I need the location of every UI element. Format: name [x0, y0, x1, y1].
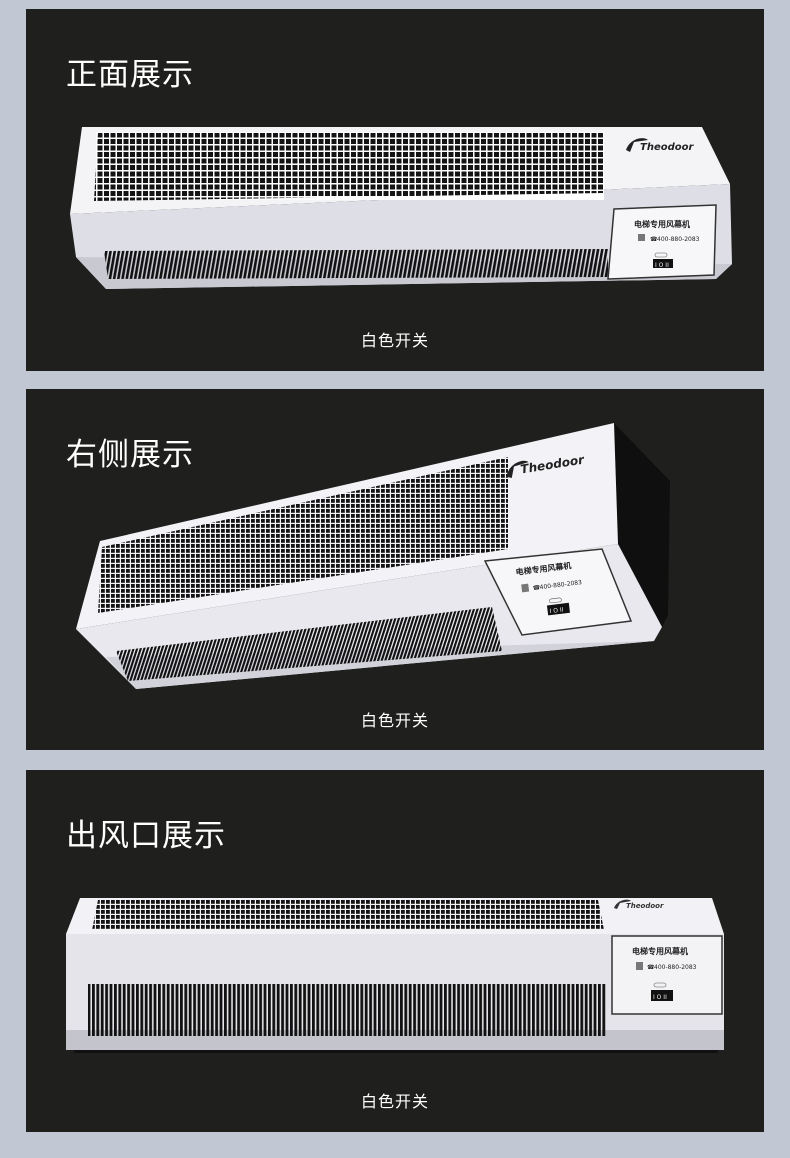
control-label-panel: 电梯专用风幕机 ☎ 400-880-2083 I O II [607, 204, 717, 280]
panel-title: 右侧展示 [66, 437, 194, 473]
svg-text:I O II: I O II [549, 606, 564, 615]
svg-text:Theodoor: Theodoor [626, 902, 664, 910]
control-label-panel: 电梯专用风幕机 ☎ 400-880-2083 I O II [611, 935, 723, 1015]
panel-title: 出风口展示 [66, 818, 226, 854]
top-perforated-grille [98, 457, 508, 613]
qr-code-icon [636, 962, 643, 970]
air-outlet-slots [88, 984, 606, 1036]
panel-caption: 白色开关 [360, 1092, 429, 1111]
svg-text:I O II: I O II [655, 262, 669, 269]
rocker-switch-icon [651, 990, 673, 1001]
svg-text:电梯专用风幕机: 电梯专用风幕机 [634, 219, 690, 229]
air-outlet-slots [116, 607, 502, 681]
top-perforated-grille [92, 900, 604, 930]
rocker-switch-icon [653, 259, 673, 268]
panel-title: 正面展示 [66, 57, 194, 93]
panel-right-side-view: 右侧展示 Theodoor 电梯专用风幕机 ☎ [26, 389, 764, 750]
svg-text:400-880-2083: 400-880-2083 [654, 964, 697, 971]
svg-text:400-880-2083: 400-880-2083 [657, 236, 700, 243]
svg-text:☎: ☎ [650, 236, 658, 243]
brand-logo: Theodoor [626, 138, 694, 153]
air-outlet-slots [104, 249, 608, 279]
control-label-panel: 电梯专用风幕机 ☎ 400-880-2083 I O II [483, 548, 633, 636]
panel-caption: 白色开关 [360, 711, 429, 730]
top-perforated-grille [94, 132, 604, 201]
air-curtain-right-side-image: Theodoor 电梯专用风幕机 ☎ 400-880-2083 I O II [76, 423, 670, 689]
svg-text:电梯专用风幕机: 电梯专用风幕机 [632, 946, 688, 956]
panel-air-outlet-view: 出风口展示 Theodoor 电梯专用风幕机 ☎ 400-880-2083 [26, 770, 764, 1132]
panel-front-view: 正面展示 Theodoor 电梯专用风幕机 ☎ [26, 9, 764, 371]
air-curtain-outlet-image: Theodoor 电梯专用风幕机 ☎ 400-880-2083 I O II [66, 898, 724, 1053]
qr-code-icon [638, 234, 645, 241]
rocker-switch-icon [546, 602, 570, 616]
panel-caption: 白色开关 [360, 331, 429, 350]
brand-logo: Theodoor [614, 899, 664, 910]
svg-text:I O II: I O II [653, 994, 667, 1001]
air-curtain-front-image: Theodoor 电梯专用风幕机 ☎ 400-880-2083 I O II [70, 127, 732, 289]
svg-text:☎: ☎ [647, 964, 655, 971]
svg-text:☎: ☎ [532, 584, 541, 592]
qr-code-icon [521, 583, 530, 593]
svg-text:Theodoor: Theodoor [640, 142, 694, 153]
